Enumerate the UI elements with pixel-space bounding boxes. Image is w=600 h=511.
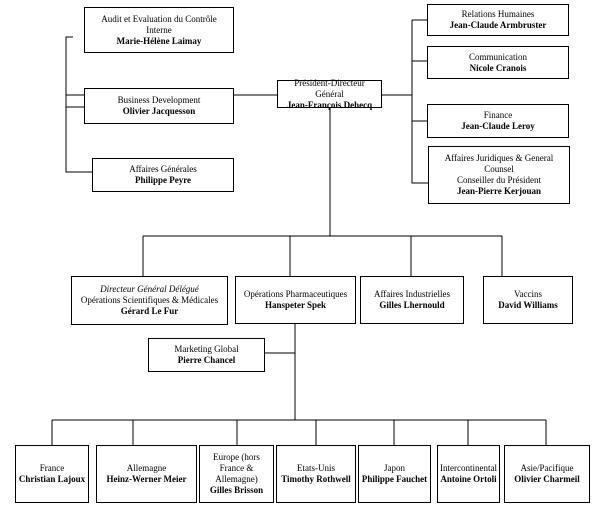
node-role-secondary: Conseiller du Président: [457, 175, 541, 185]
node-france: France Christian Lajoux: [15, 445, 89, 503]
node-role: Opérations Pharmaceutiques: [243, 289, 348, 299]
node-person: Marie-Hélène Laimay: [116, 35, 202, 46]
node-role: Intercontinental: [440, 463, 497, 473]
node-communication: Communication Nicole Cranois: [427, 46, 569, 79]
node-person: Gilles Lhernould: [379, 300, 445, 310]
node-role: Opérations Scientifiques & Médicales: [80, 295, 219, 305]
node-role: Affaires Générales: [129, 164, 197, 174]
node-role: Affaires Industrielles: [373, 289, 451, 299]
node-person: Olivier Jacquesson: [122, 106, 196, 116]
node-marketing-global: Marketing Global Pierre Chancel: [148, 338, 265, 372]
node-person: Nicole Cranois: [469, 62, 527, 73]
node-operations-pharmaceutiques: Opérations Pharmaceutiques Hanspeter Spe…: [235, 276, 356, 324]
node-role: Business Development: [117, 95, 201, 105]
node-relations-humaines: Relations Humaines Jean-Claude Armbruste…: [427, 4, 569, 36]
node-role: Allemagne: [126, 463, 167, 473]
node-allemagne: Allemagne Heinz-Werner Meier: [96, 445, 197, 503]
node-person: Gérard Le Fur: [120, 306, 179, 316]
node-person: Timothy Rothwell: [281, 474, 351, 484]
node-role: Relations Humaines: [461, 9, 535, 19]
connector-ops-down: [51, 324, 547, 445]
node-person: Jean-Pierre Kerjouan: [456, 186, 542, 196]
node-person: Pierre Chancel: [177, 355, 236, 365]
node-dg-delegue: Directeur Général Délégué Opérations Sci…: [71, 276, 228, 325]
node-person: Heinz-Werner Meier: [106, 474, 187, 484]
node-role: Communication: [469, 51, 527, 62]
node-affaires-generales: Affaires Générales Philippe Peyre: [92, 158, 234, 192]
node-role: Japon: [384, 463, 405, 473]
node-etats-unis: Etats-Unis Timothy Rothwell: [276, 445, 356, 503]
node-person: Antoine Ortoli: [440, 474, 497, 484]
node-asie-pacifique: Asie/Pacifique Olivier Charmeil: [504, 445, 590, 503]
node-finance: Finance Jean-Claude Leroy: [427, 104, 569, 138]
node-role-title: Directeur Général Délégué: [100, 284, 199, 294]
node-person: Gilles Brisson: [209, 485, 264, 495]
node-person: Jean-François Dehecq: [286, 99, 373, 110]
node-affaires-industrielles: Affaires Industrielles Gilles Lhernould: [360, 276, 464, 324]
node-person: Philippe Fauchet: [361, 474, 428, 484]
node-role: Président-Directeur Général: [294, 77, 365, 99]
node-role: Affaires Juridiques & General Counsel: [444, 153, 554, 174]
node-person: Olivier Charmeil: [514, 474, 580, 484]
node-role: Audit et Evaluation du Contrôle Interne: [101, 13, 217, 35]
node-affaires-juridiques: Affaires Juridiques & General Counsel Co…: [428, 146, 570, 204]
node-role: Vaccins: [514, 289, 542, 299]
node-person: Philippe Peyre: [134, 175, 192, 185]
node-person: David Williams: [498, 300, 558, 310]
node-role: Asie/Pacifique: [520, 463, 574, 473]
node-person: Christian Lajoux: [18, 474, 86, 484]
node-role: Marketing Global: [174, 344, 239, 354]
node-japon: Japon Philippe Fauchet: [358, 445, 431, 503]
node-role: France: [39, 463, 65, 473]
node-role: Finance: [483, 110, 513, 120]
connector-right-bus: [382, 19, 428, 184]
connector-ceo-down: [142, 108, 503, 276]
node-vaccins: Vaccins David Williams: [483, 276, 573, 324]
node-person: Jean-Claude Leroy: [461, 121, 535, 131]
node-role: Europe (hors France & Allemagne): [213, 452, 260, 484]
node-intercontinental: Intercontinental Antoine Ortoli: [437, 445, 500, 503]
node-person: Hanspeter Spek: [264, 300, 327, 310]
node-role: Etats-Unis: [297, 463, 335, 473]
node-person: Jean-Claude Armbruster: [449, 20, 547, 30]
node-audit: Audit et Evaluation du Contrôle Interne …: [84, 7, 234, 53]
node-business-development: Business Development Olivier Jacquesson: [84, 88, 234, 124]
node-ceo: Président-Directeur Général Jean-Françoi…: [277, 77, 382, 110]
node-europe: Europe (hors France & Allemagne) Gilles …: [199, 445, 274, 503]
